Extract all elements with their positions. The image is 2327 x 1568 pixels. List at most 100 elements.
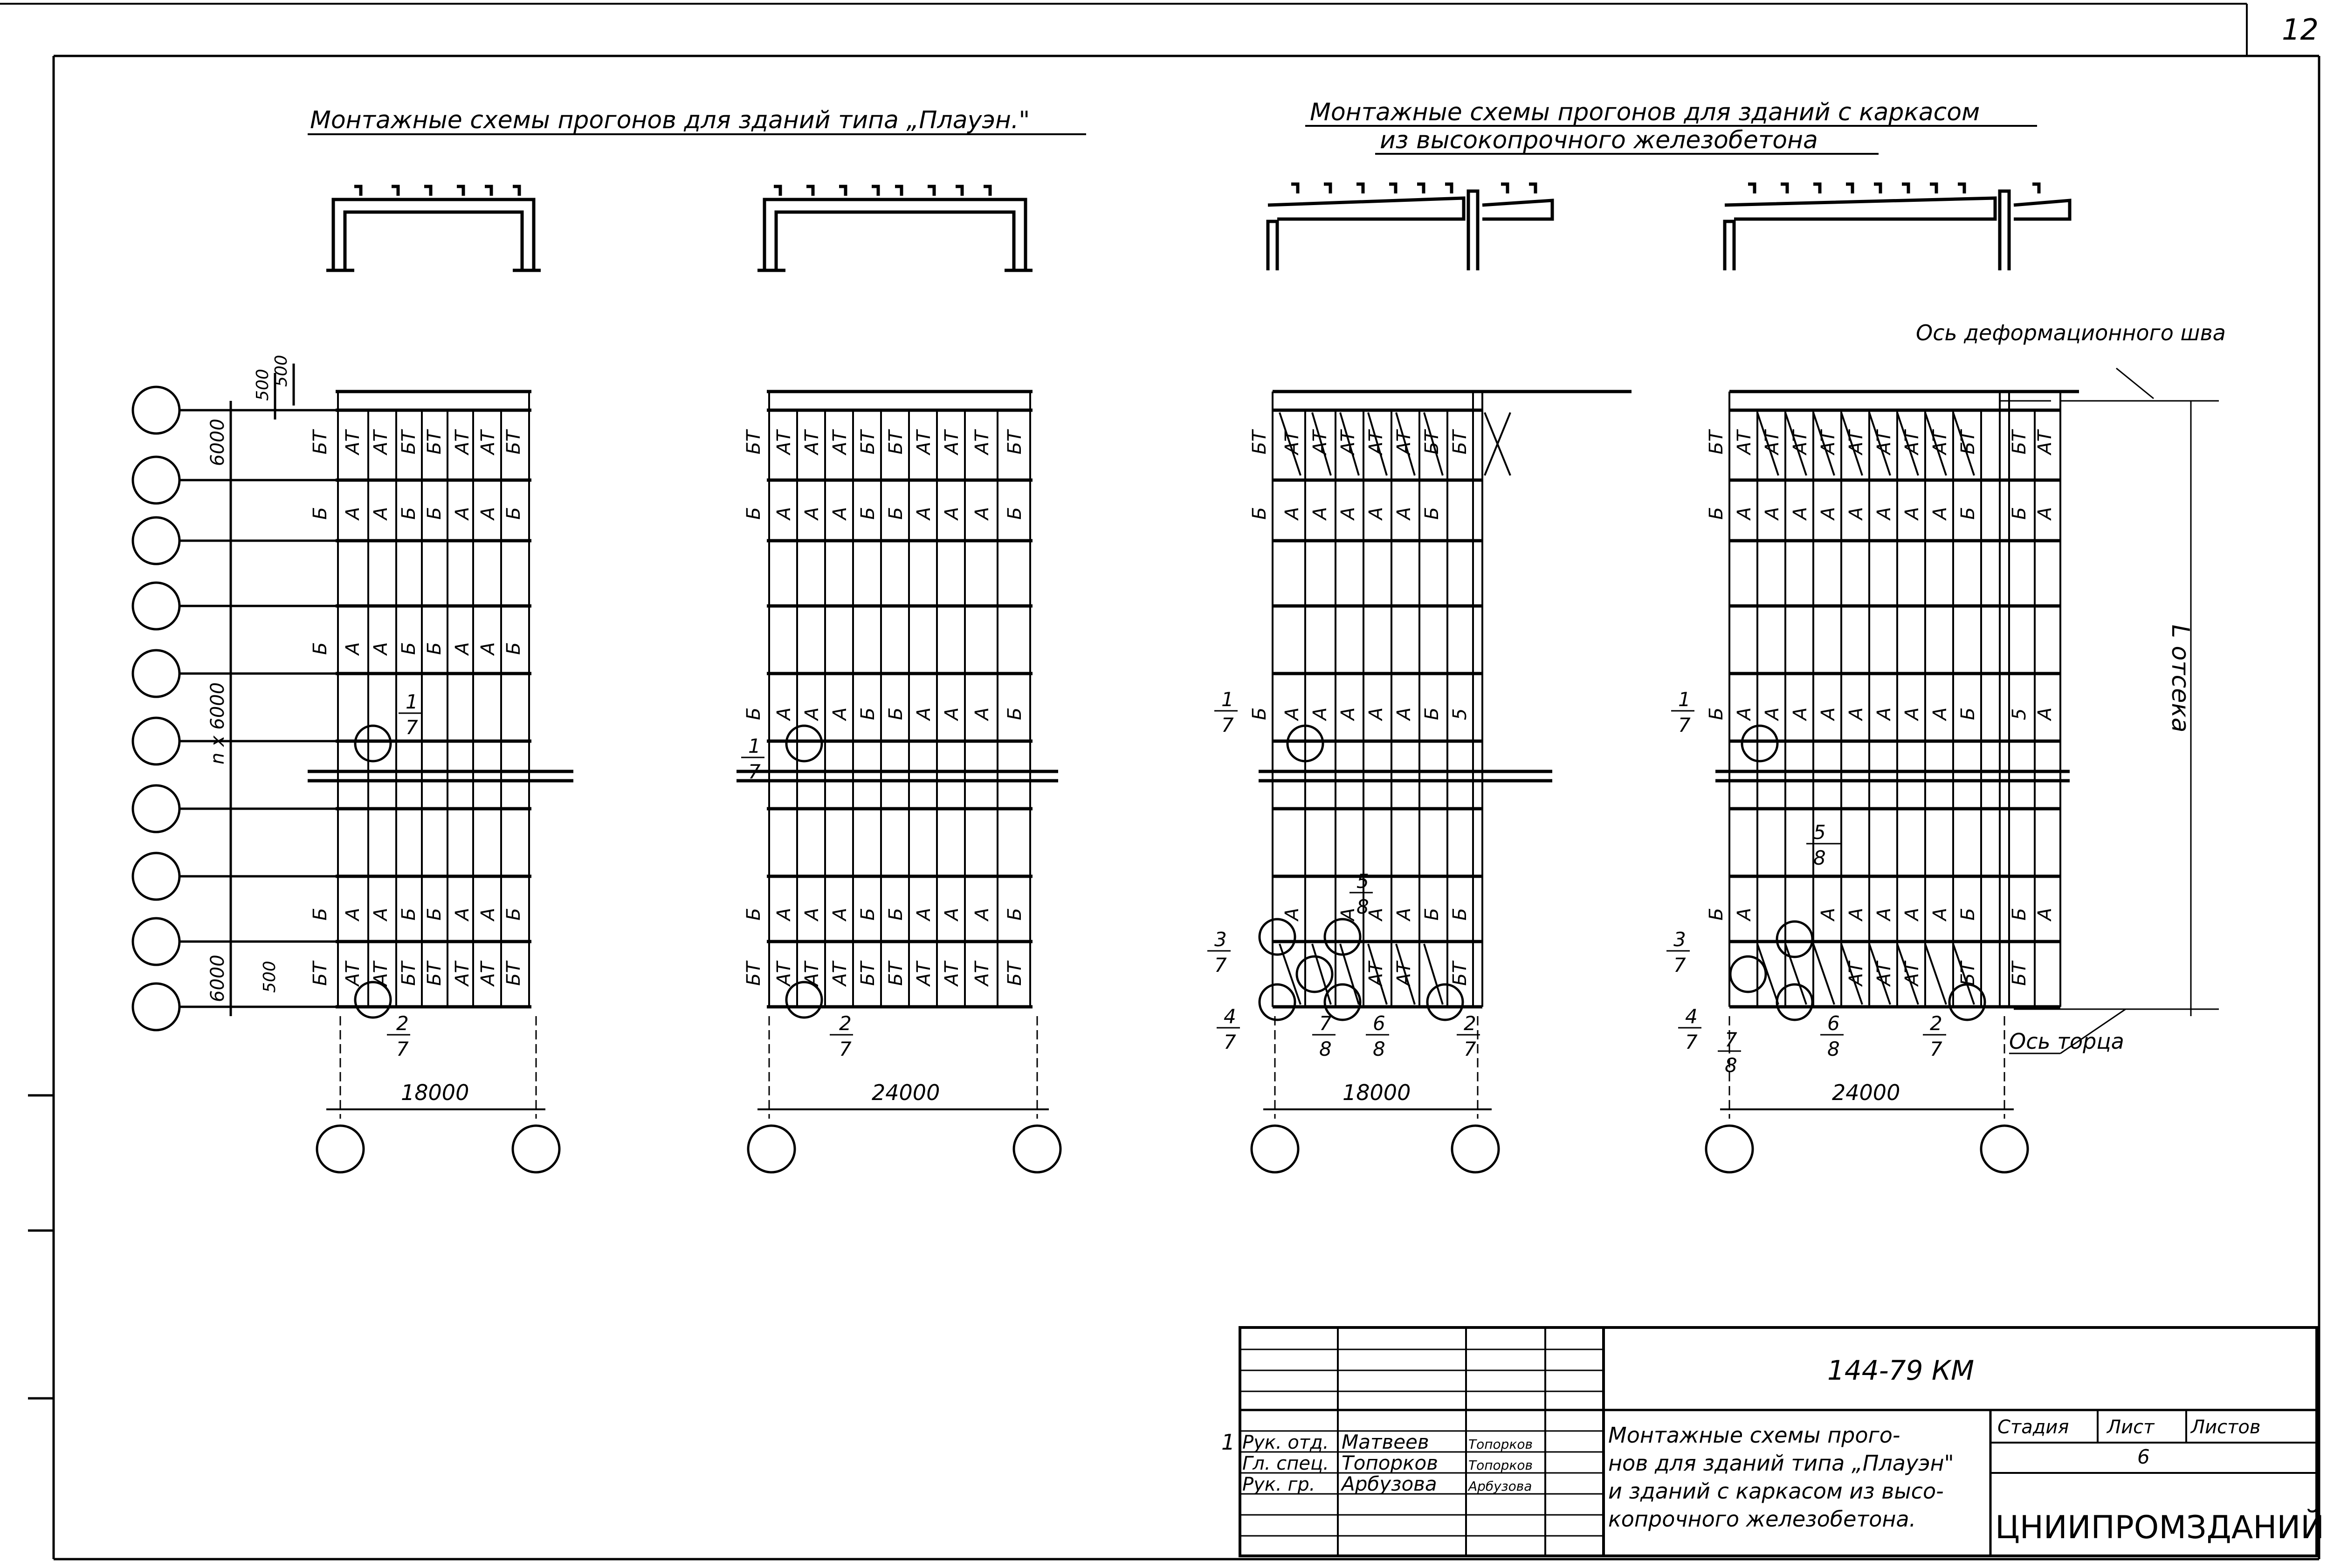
svg-text:БТ: БТ	[398, 960, 420, 986]
svg-text:БТ: БТ	[1249, 429, 1270, 454]
svg-text:А: А	[1309, 708, 1331, 722]
plan-1-marks: БТ АТ АТ БТ БТ АТ АТ БТ Б А А Б Б А А Б …	[310, 429, 524, 987]
svg-text:Б: Б	[743, 908, 764, 921]
svg-text:А: А	[1281, 708, 1303, 722]
svg-text:Б: Б	[857, 507, 879, 520]
plan-3-marks: БТ АТ АТ АТ АТ АТ БТ БТ Б А А А А А Б Б …	[1249, 429, 1471, 987]
svg-text:7: 7	[839, 1038, 852, 1060]
svg-text:БТ: БТ	[503, 960, 524, 986]
svg-text:А: А	[1734, 507, 1755, 521]
svg-text:А: А	[801, 708, 823, 722]
svg-text:АТ: АТ	[1901, 429, 1923, 456]
svg-text:А: А	[971, 908, 993, 922]
title-left: Монтажные схемы прогонов для зданий типа…	[310, 106, 1030, 134]
svg-text:Б: Б	[398, 908, 420, 921]
plan-1-callouts: 1 7 2 7	[387, 690, 422, 1060]
svg-text:БТ: БТ	[1004, 960, 1026, 986]
end-axis-label: Ось торца	[2009, 1029, 2124, 1054]
svg-text:АТ: АТ	[370, 429, 392, 456]
name-1: Матвеев	[1342, 1430, 1429, 1453]
svg-text:А: А	[1393, 708, 1415, 722]
svg-text:А: А	[1818, 507, 1839, 521]
svg-text:Б: Б	[310, 507, 331, 520]
svg-text:А: А	[370, 908, 392, 922]
svg-text:А: А	[913, 507, 935, 521]
svg-text:АТ: АТ	[801, 960, 823, 987]
svg-text:А: А	[1929, 708, 1951, 722]
svg-text:А: А	[2034, 507, 2056, 521]
frame-section-1	[326, 185, 541, 272]
plan-4-callouts: 1 7 3 7 4 7 5 8 7 8 6 8 2 7	[1666, 688, 1946, 1077]
svg-text:А: А	[452, 908, 473, 922]
svg-text:4: 4	[1685, 1005, 1698, 1028]
frame-section-2	[757, 185, 1033, 272]
svg-text:Б: Б	[1421, 908, 1443, 921]
svg-text:Б: Б	[1449, 908, 1471, 921]
svg-text:Б: Б	[398, 507, 420, 520]
plan-2-span: 24000	[872, 1080, 940, 1105]
svg-text:АТ: АТ	[1873, 960, 1895, 987]
svg-text:А: А	[1790, 507, 1811, 521]
svg-text:АТ: АТ	[342, 429, 364, 456]
sheets-label: Листов	[2190, 1417, 2260, 1438]
svg-text:АТ: АТ	[452, 960, 473, 987]
svg-text:БТ: БТ	[857, 960, 879, 986]
svg-text:АТ: АТ	[1845, 960, 1867, 987]
svg-text:АТ: АТ	[477, 429, 499, 456]
svg-text:Б: Б	[424, 507, 445, 520]
plan-4-purlins	[1705, 367, 2219, 1174]
svg-text:А: А	[941, 908, 963, 922]
svg-text:2: 2	[1930, 1012, 1942, 1035]
svg-text:А: А	[342, 507, 364, 521]
svg-text:Б: Б	[424, 908, 445, 921]
svg-text:2: 2	[1464, 1012, 1476, 1035]
svg-text:А: А	[1337, 507, 1359, 521]
plan-3-callouts: 1 7 3 7 4 7 5 8 7 8 6 8 2 7	[1207, 688, 1480, 1060]
svg-text:А: А	[1845, 908, 1867, 922]
svg-text:АТ: АТ	[1762, 429, 1783, 456]
svg-text:АТ: АТ	[1393, 960, 1415, 987]
plan-2-purlins	[737, 390, 1062, 1174]
svg-text:БТ: БТ	[398, 429, 420, 454]
svg-text:Б: Б	[424, 642, 445, 655]
svg-text:7: 7	[1224, 1031, 1236, 1053]
svg-text:А: А	[1337, 908, 1359, 922]
svg-text:А: А	[1734, 708, 1755, 722]
drawing-code: 144-79 КМ	[1827, 1355, 1974, 1386]
svg-text:БТ: БТ	[1706, 429, 1727, 454]
svg-text:Б: Б	[503, 908, 524, 921]
svg-text:А: А	[1873, 507, 1895, 521]
svg-text:АТ: АТ	[1281, 429, 1303, 456]
dim-6000-bottom: 6000	[207, 955, 228, 1002]
svg-text:А: А	[342, 642, 364, 656]
plan-4-span: 24000	[1832, 1080, 1900, 1105]
svg-text:АТ: АТ	[342, 960, 364, 987]
svg-text:1: 1	[1221, 688, 1234, 711]
svg-text:БТ: БТ	[885, 960, 907, 986]
l-otseka-label: L отсека	[2166, 625, 2194, 732]
svg-text:АТ: АТ	[829, 429, 851, 456]
svg-text:А: А	[452, 642, 473, 656]
svg-text:Б: Б	[1004, 507, 1026, 520]
svg-text:Б: Б	[885, 708, 907, 720]
svg-text:Б: Б	[1957, 708, 1979, 720]
svg-text:БТ: БТ	[1449, 429, 1471, 454]
plan-2-marks: БТ АТ АТ АТ БТ БТ АТ АТ АТ БТ Б А А А Б …	[743, 429, 1026, 987]
svg-text:БТ: БТ	[424, 960, 445, 986]
svg-text:8: 8	[1319, 1038, 1332, 1060]
sheet-frame	[0, 3, 2320, 1561]
svg-text:АТ: АТ	[1790, 429, 1811, 456]
svg-text:А: А	[1762, 708, 1783, 722]
svg-text:АТ: АТ	[1393, 429, 1415, 456]
svg-text:7: 7	[1685, 1031, 1698, 1053]
svg-text:АТ: АТ	[452, 429, 473, 456]
svg-text:Б: Б	[1004, 908, 1026, 921]
svg-text:6: 6	[1827, 1012, 1840, 1035]
revision-mark: 1	[1221, 1430, 1235, 1455]
dim-500-a: 500	[253, 369, 272, 401]
svg-text:8: 8	[1813, 846, 1826, 869]
svg-text:БТ: БТ	[743, 429, 764, 454]
svg-text:А: А	[1818, 708, 1839, 722]
svg-text:БТ: БТ	[1421, 429, 1443, 454]
svg-text:АТ: АТ	[829, 960, 851, 987]
